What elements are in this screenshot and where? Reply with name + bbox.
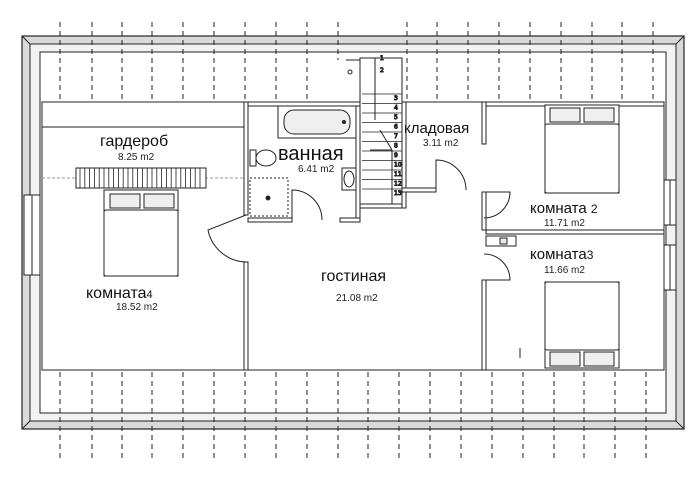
stair-step-number: 12 [394,181,402,188]
stair-step-number: 13 [394,190,402,197]
living-label: гостиная [321,268,386,285]
doors [207,159,521,358]
roof-rafters-bottom [59,372,647,460]
shower [249,177,289,217]
room3-area: 11.66 m2 [544,265,585,276]
room4-area: 18.52 m2 [116,302,158,313]
room3-label: комната3 [530,246,594,263]
roof-rafters-top [59,22,654,100]
bathroom-area: 6.41 m2 [298,164,335,175]
stair-step-number: 6 [394,124,398,131]
toilet [249,149,277,167]
wardrobe-label: гардероб [100,133,168,150]
stair-step-number: 11 [394,171,402,178]
room4-label: комната4 [86,285,153,302]
stair-step-number: 7 [394,133,398,140]
stair-step-number: 3 [394,95,398,102]
stair-step-number: 1 [380,55,384,62]
windows [23,179,677,291]
pantry-label: кладовая [404,120,469,137]
stair-step-number: 5 [394,114,398,121]
bed-room3 [544,281,620,369]
bed-room4 [75,167,207,277]
sink [341,167,357,191]
wardrobe-area: 8.25 m2 [118,152,155,163]
stair-step-number: 8 [394,143,398,150]
bathtub [277,105,357,139]
pantry-area: 3.11 m2 [423,138,459,149]
bathroom-label: ванная [278,143,344,165]
stair-step-number: 2 [380,67,384,74]
stair-step-number: 9 [394,152,398,159]
bed-room2 [544,104,620,194]
living-area: 21.08 m2 [336,293,378,304]
stair-step-number: 4 [394,105,398,112]
room2-area: 11.71 m2 [544,218,585,229]
room2-label: комната 2 [530,200,598,217]
interior-walls [42,101,665,371]
stair-step-number: 10 [394,162,402,169]
